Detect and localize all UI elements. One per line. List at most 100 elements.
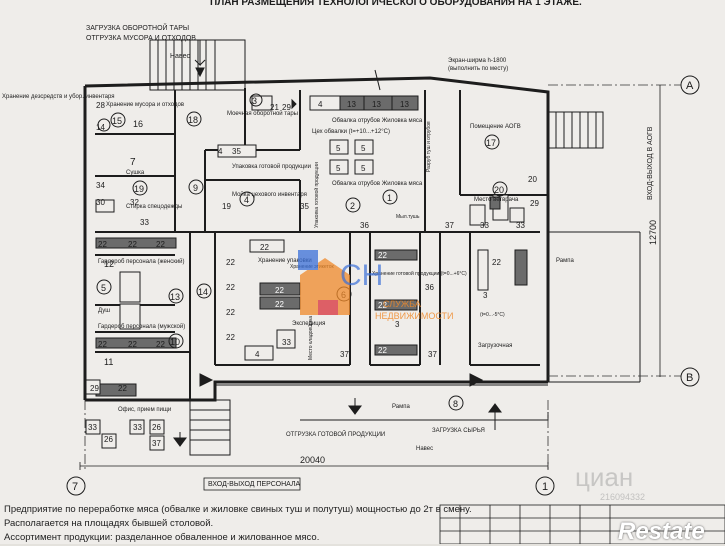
svg-text:37: 37 — [340, 350, 349, 359]
label-loading-area: Загрузочная — [478, 343, 512, 349]
label-shower-1: Душ — [98, 308, 110, 314]
svg-text:33: 33 — [133, 423, 142, 432]
svg-text:3: 3 — [483, 291, 488, 300]
plan-annotations: ЗАГРУЗКА ОБОРОТНОЙ ТАРЫ ОТГРУЗКА МУСОРА … — [2, 23, 575, 488]
svg-text:20: 20 — [528, 175, 537, 184]
stair-bottom-left — [189, 399, 231, 456]
direction-arrows — [173, 40, 502, 447]
svg-text:5: 5 — [361, 144, 366, 153]
room-3: 3 — [252, 96, 257, 106]
svg-text:33: 33 — [88, 423, 97, 432]
svg-text:22: 22 — [275, 300, 284, 309]
svg-text:30: 30 — [96, 198, 105, 207]
svg-text:5: 5 — [361, 164, 366, 173]
label-canopy-bottom: Навес — [416, 446, 433, 452]
svg-text:33: 33 — [516, 221, 525, 230]
label-fin-storage-vertical: Упаковка готовой продукции — [313, 162, 320, 228]
svg-text:22: 22 — [98, 340, 107, 349]
svg-text:22: 22 — [378, 301, 387, 310]
room-12: 12 — [104, 259, 114, 269]
svg-text:22: 22 — [128, 340, 137, 349]
svg-text:35: 35 — [300, 202, 309, 211]
label-dry-wash: Разруб туш и отрубов — [426, 121, 432, 172]
room-13: 13 — [170, 292, 180, 302]
room-17: 17 — [486, 138, 496, 148]
label-ramp-right: Рампа — [556, 258, 575, 264]
room-10: 10 — [170, 337, 180, 347]
room-number-markers — [96, 93, 508, 411]
label-canopy-top: Навес — [170, 53, 190, 60]
svg-text:22: 22 — [378, 346, 387, 355]
label-men-wardrobe: Гардероб персонала (мужской) — [98, 323, 185, 330]
svg-text:37: 37 — [445, 221, 454, 230]
axis-a-label: A — [686, 80, 694, 92]
dimension-lines — [79, 85, 661, 470]
svg-text:4: 4 — [318, 100, 323, 109]
label-raw-storage: (t=0...-5°C) — [480, 312, 505, 318]
svg-text:22: 22 — [226, 283, 235, 292]
svg-text:5: 5 — [336, 164, 341, 173]
svg-text:33: 33 — [480, 221, 489, 230]
svg-text:5: 5 — [336, 144, 341, 153]
label-packaging-storage: Хранение упаковки — [258, 258, 312, 264]
svg-text:29: 29 — [282, 103, 291, 112]
label-fin-storage: Хранение готовой продукции (t=0...+6°C) — [372, 270, 467, 277]
building-walls — [83, 76, 550, 402]
label-agv-room: Помещение АОГВ — [470, 124, 521, 130]
staff-entry-frame — [203, 477, 301, 491]
svg-text:3: 3 — [395, 320, 400, 329]
label-screen: Экран-ширма h-1800 — [448, 58, 507, 64]
svg-text:34: 34 — [96, 181, 105, 190]
restate-watermark: Restate — [618, 518, 705, 545]
label-clothes-washing: Стирка спецодежды — [126, 204, 182, 210]
svg-text:13: 13 — [372, 100, 381, 109]
stair-right — [547, 111, 604, 149]
svg-text:22: 22 — [226, 333, 235, 342]
label-office: Офис, прием пищи — [118, 407, 171, 413]
svg-text:22: 22 — [492, 258, 501, 267]
label-screen-note: (выполнить по месту) — [448, 66, 508, 72]
label-raw-loading: ЗАГРУЗКА СЫРЬЯ — [432, 428, 485, 434]
svg-text:22: 22 — [226, 258, 235, 267]
label-drying: Сушка — [126, 170, 145, 176]
equipment-numbers: 4 13 13 13 5 5 5 5 22 22 22 4 33 22 22 2… — [88, 100, 539, 448]
room-11: 11 — [104, 357, 113, 367]
svg-text:19: 19 — [222, 202, 231, 211]
label-staff-entry: ВХОД-ВЫХОД ПЕРСОНАЛА — [208, 481, 301, 488]
room-8: 8 — [453, 399, 458, 409]
label-washing-tare: Моечная оборотной тары — [227, 110, 298, 117]
center-watermark-line2: НЕДВИЖИМОСТИ — [375, 311, 454, 321]
svg-text:33: 33 — [140, 218, 149, 227]
center-watermark-line1: СЛУЖБА — [383, 299, 421, 309]
label-waste-removal: ОТГРУЗКА МУСОРА И ОТХОДОВ — [86, 35, 196, 42]
svg-text:22: 22 — [378, 251, 387, 260]
svg-text:22: 22 — [98, 240, 107, 249]
label-vet-place: Место ветврача — [474, 197, 519, 203]
svg-text:22: 22 — [275, 286, 284, 295]
room-16: 16 — [133, 119, 143, 129]
label-dispatcher-place: Место кладовщика — [308, 316, 314, 360]
room-5: 5 — [101, 283, 106, 293]
svg-text:32: 32 — [130, 198, 139, 207]
svg-text:4: 4 — [218, 147, 223, 156]
center-watermark — [298, 250, 350, 315]
svg-text:14: 14 — [96, 123, 105, 132]
room-15: 15 — [112, 116, 122, 126]
svg-text:22: 22 — [260, 243, 269, 252]
svg-text:37: 37 — [152, 439, 161, 448]
room-7: 7 — [130, 157, 136, 168]
svg-text:13: 13 — [400, 100, 409, 109]
svg-text:21: 21 — [270, 103, 279, 112]
svg-text:26: 26 — [104, 435, 113, 444]
axis-1-label: 1 — [542, 481, 548, 493]
note-line-3: Ассортимент продукции: разделанное обвал… — [4, 532, 320, 543]
label-deboning-cuts-1: Обвалка отрубов Жиловка мяса — [332, 118, 423, 124]
cian-watermark: циан — [575, 462, 634, 492]
label-ramp-bottom: Рампа — [392, 404, 411, 410]
room-18: 18 — [188, 115, 198, 125]
axis-markers — [66, 75, 700, 496]
svg-text:4: 4 — [255, 350, 260, 359]
svg-text:33: 33 — [282, 338, 291, 347]
dimension-height: 12700 — [648, 220, 658, 245]
stair-top-left — [149, 39, 246, 91]
